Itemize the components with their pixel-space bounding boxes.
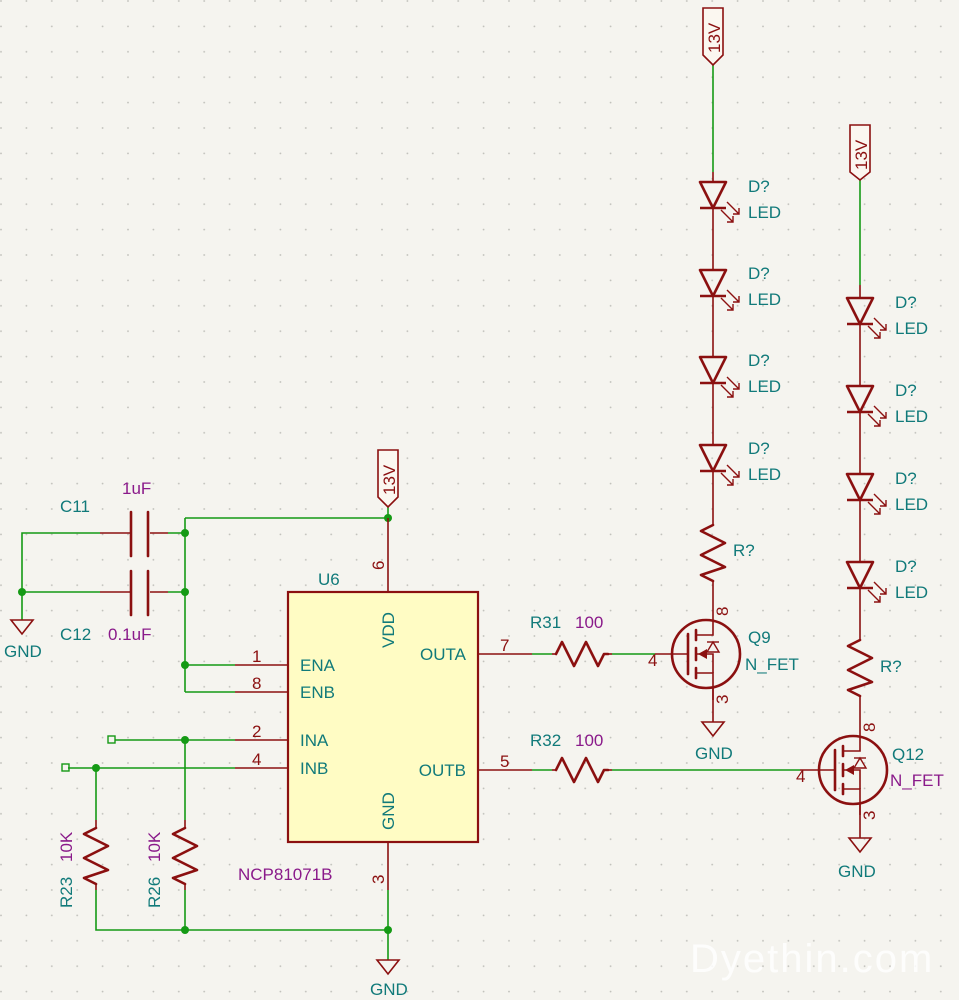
led-2-value: LED: [748, 290, 781, 309]
led-chain-1: D? LED D? LED D? LED D? LED R?: [698, 170, 781, 622]
c11-reference: C11: [60, 497, 90, 516]
gnd-ic: GND: [370, 959, 408, 999]
pin-name-enb: ENB: [300, 683, 335, 702]
pin-name-ina: INA: [300, 731, 329, 750]
pin-name-gnd: GND: [379, 792, 398, 830]
c12-value: 0.1uF: [108, 625, 151, 644]
power-13v-chain2-label: 13V: [852, 139, 871, 170]
ic-u6[interactable]: ENA ENB INA INB OUTA OUTB VDD GND 1 8 2 …: [235, 518, 532, 890]
led-8-value: LED: [895, 583, 928, 602]
gnd-ic-label: GND: [370, 980, 408, 999]
ic-body: [286, 590, 480, 844]
junctions: [18, 514, 392, 934]
pin-name-vdd: VDD: [379, 612, 398, 648]
pin-num-gnd: 3: [369, 875, 388, 884]
capacitor-c12[interactable]: C12 0.1uF: [60, 569, 168, 644]
r31-reference: R31: [530, 613, 561, 632]
r-chain1-reference: R?: [733, 541, 755, 560]
pin-num-outb: 5: [500, 752, 509, 771]
mosfet-q9[interactable]: Q9 N_FET 4 8 3: [648, 607, 799, 722]
pin-name-inb: INB: [300, 759, 328, 778]
pin-num-outa: 7: [500, 636, 509, 655]
pin-name-outa: OUTA: [420, 645, 467, 664]
led-3-value: LED: [748, 377, 781, 396]
gnd-q12: GND: [838, 837, 876, 881]
led-1-reference: D?: [748, 177, 770, 196]
resistor-r31[interactable]: R31 100: [530, 613, 612, 668]
power-13v-ic: 13V: [377, 449, 399, 509]
ina-input-flag: [107, 735, 116, 744]
pin-name-outb: OUTB: [419, 761, 466, 780]
q12-gate-pin: 4: [796, 767, 805, 786]
gnd-caps: GND: [4, 619, 42, 661]
r31-value: 100: [575, 613, 603, 632]
led-1-value: LED: [748, 203, 781, 222]
q9-reference: Q9: [748, 628, 771, 647]
led-2-reference: D?: [748, 264, 770, 283]
pin-num-ina: 2: [252, 722, 261, 741]
q9-gate-pin: 4: [648, 651, 657, 670]
led-7-reference: D?: [895, 469, 917, 488]
led-chain-2: D? LED D? LED D? LED D? LED R?: [845, 285, 928, 738]
resistor-r26[interactable]: R26 10K: [145, 820, 199, 908]
q9-value: N_FET: [745, 655, 799, 674]
c12-reference: C12: [60, 625, 91, 644]
power-13v-chain1-label: 13V: [705, 22, 724, 53]
led-6-reference: D?: [895, 381, 917, 400]
q12-value: N_FET: [890, 771, 944, 790]
pin-name-ena: ENA: [300, 656, 336, 675]
r-chain2-reference: R?: [880, 657, 902, 676]
inb-input-flag: [61, 763, 70, 772]
gnd-caps-label: GND: [4, 642, 42, 661]
power-13v-ic-label: 13V: [380, 464, 399, 495]
gnd-q12-label: GND: [838, 862, 876, 881]
led-3-reference: D?: [748, 351, 770, 370]
q9-drain-pin: 8: [713, 607, 732, 616]
watermark: Dyethin.com: [690, 937, 934, 981]
led-6-value: LED: [895, 407, 928, 426]
ic-reference: U6: [318, 570, 340, 589]
gnd-q9-label: GND: [695, 744, 733, 763]
capacitor-c11[interactable]: C11 1uF: [60, 479, 168, 558]
led-4-value: LED: [748, 465, 781, 484]
power-13v-chain1: 13V: [702, 7, 724, 67]
q12-reference: Q12: [892, 745, 924, 764]
pin-num-ena: 1: [252, 647, 261, 666]
gnd-q9: GND: [695, 721, 733, 763]
q12-source-pin: 3: [860, 811, 879, 820]
pin-num-enb: 8: [252, 674, 261, 693]
ic-value: NCP81071B: [238, 865, 333, 884]
resistor-r23[interactable]: R23 10K: [57, 820, 110, 908]
r32-reference: R32: [530, 731, 561, 750]
resistor-r32[interactable]: R32 100: [530, 731, 612, 784]
led-5-value: LED: [895, 319, 928, 338]
led-8-reference: D?: [895, 557, 917, 576]
power-13v-chain2: 13V: [849, 124, 871, 182]
c11-value: 1uF: [122, 479, 151, 498]
pin-num-inb: 4: [252, 750, 261, 769]
r32-value: 100: [575, 731, 603, 750]
led-5-reference: D?: [895, 293, 917, 312]
mosfet-q12[interactable]: Q12 N_FET 4 8 3: [796, 723, 944, 838]
q12-drain-pin: 8: [860, 723, 879, 732]
wires: [21, 65, 861, 960]
q9-source-pin: 3: [713, 695, 732, 704]
r23-value: 10K: [57, 831, 76, 862]
r23-reference: R23: [57, 877, 76, 908]
pin-num-vdd: 6: [369, 561, 388, 570]
r26-reference: R26: [145, 877, 164, 908]
led-4-reference: D?: [748, 439, 770, 458]
r26-value: 10K: [145, 831, 164, 862]
led-7-value: LED: [895, 495, 928, 514]
